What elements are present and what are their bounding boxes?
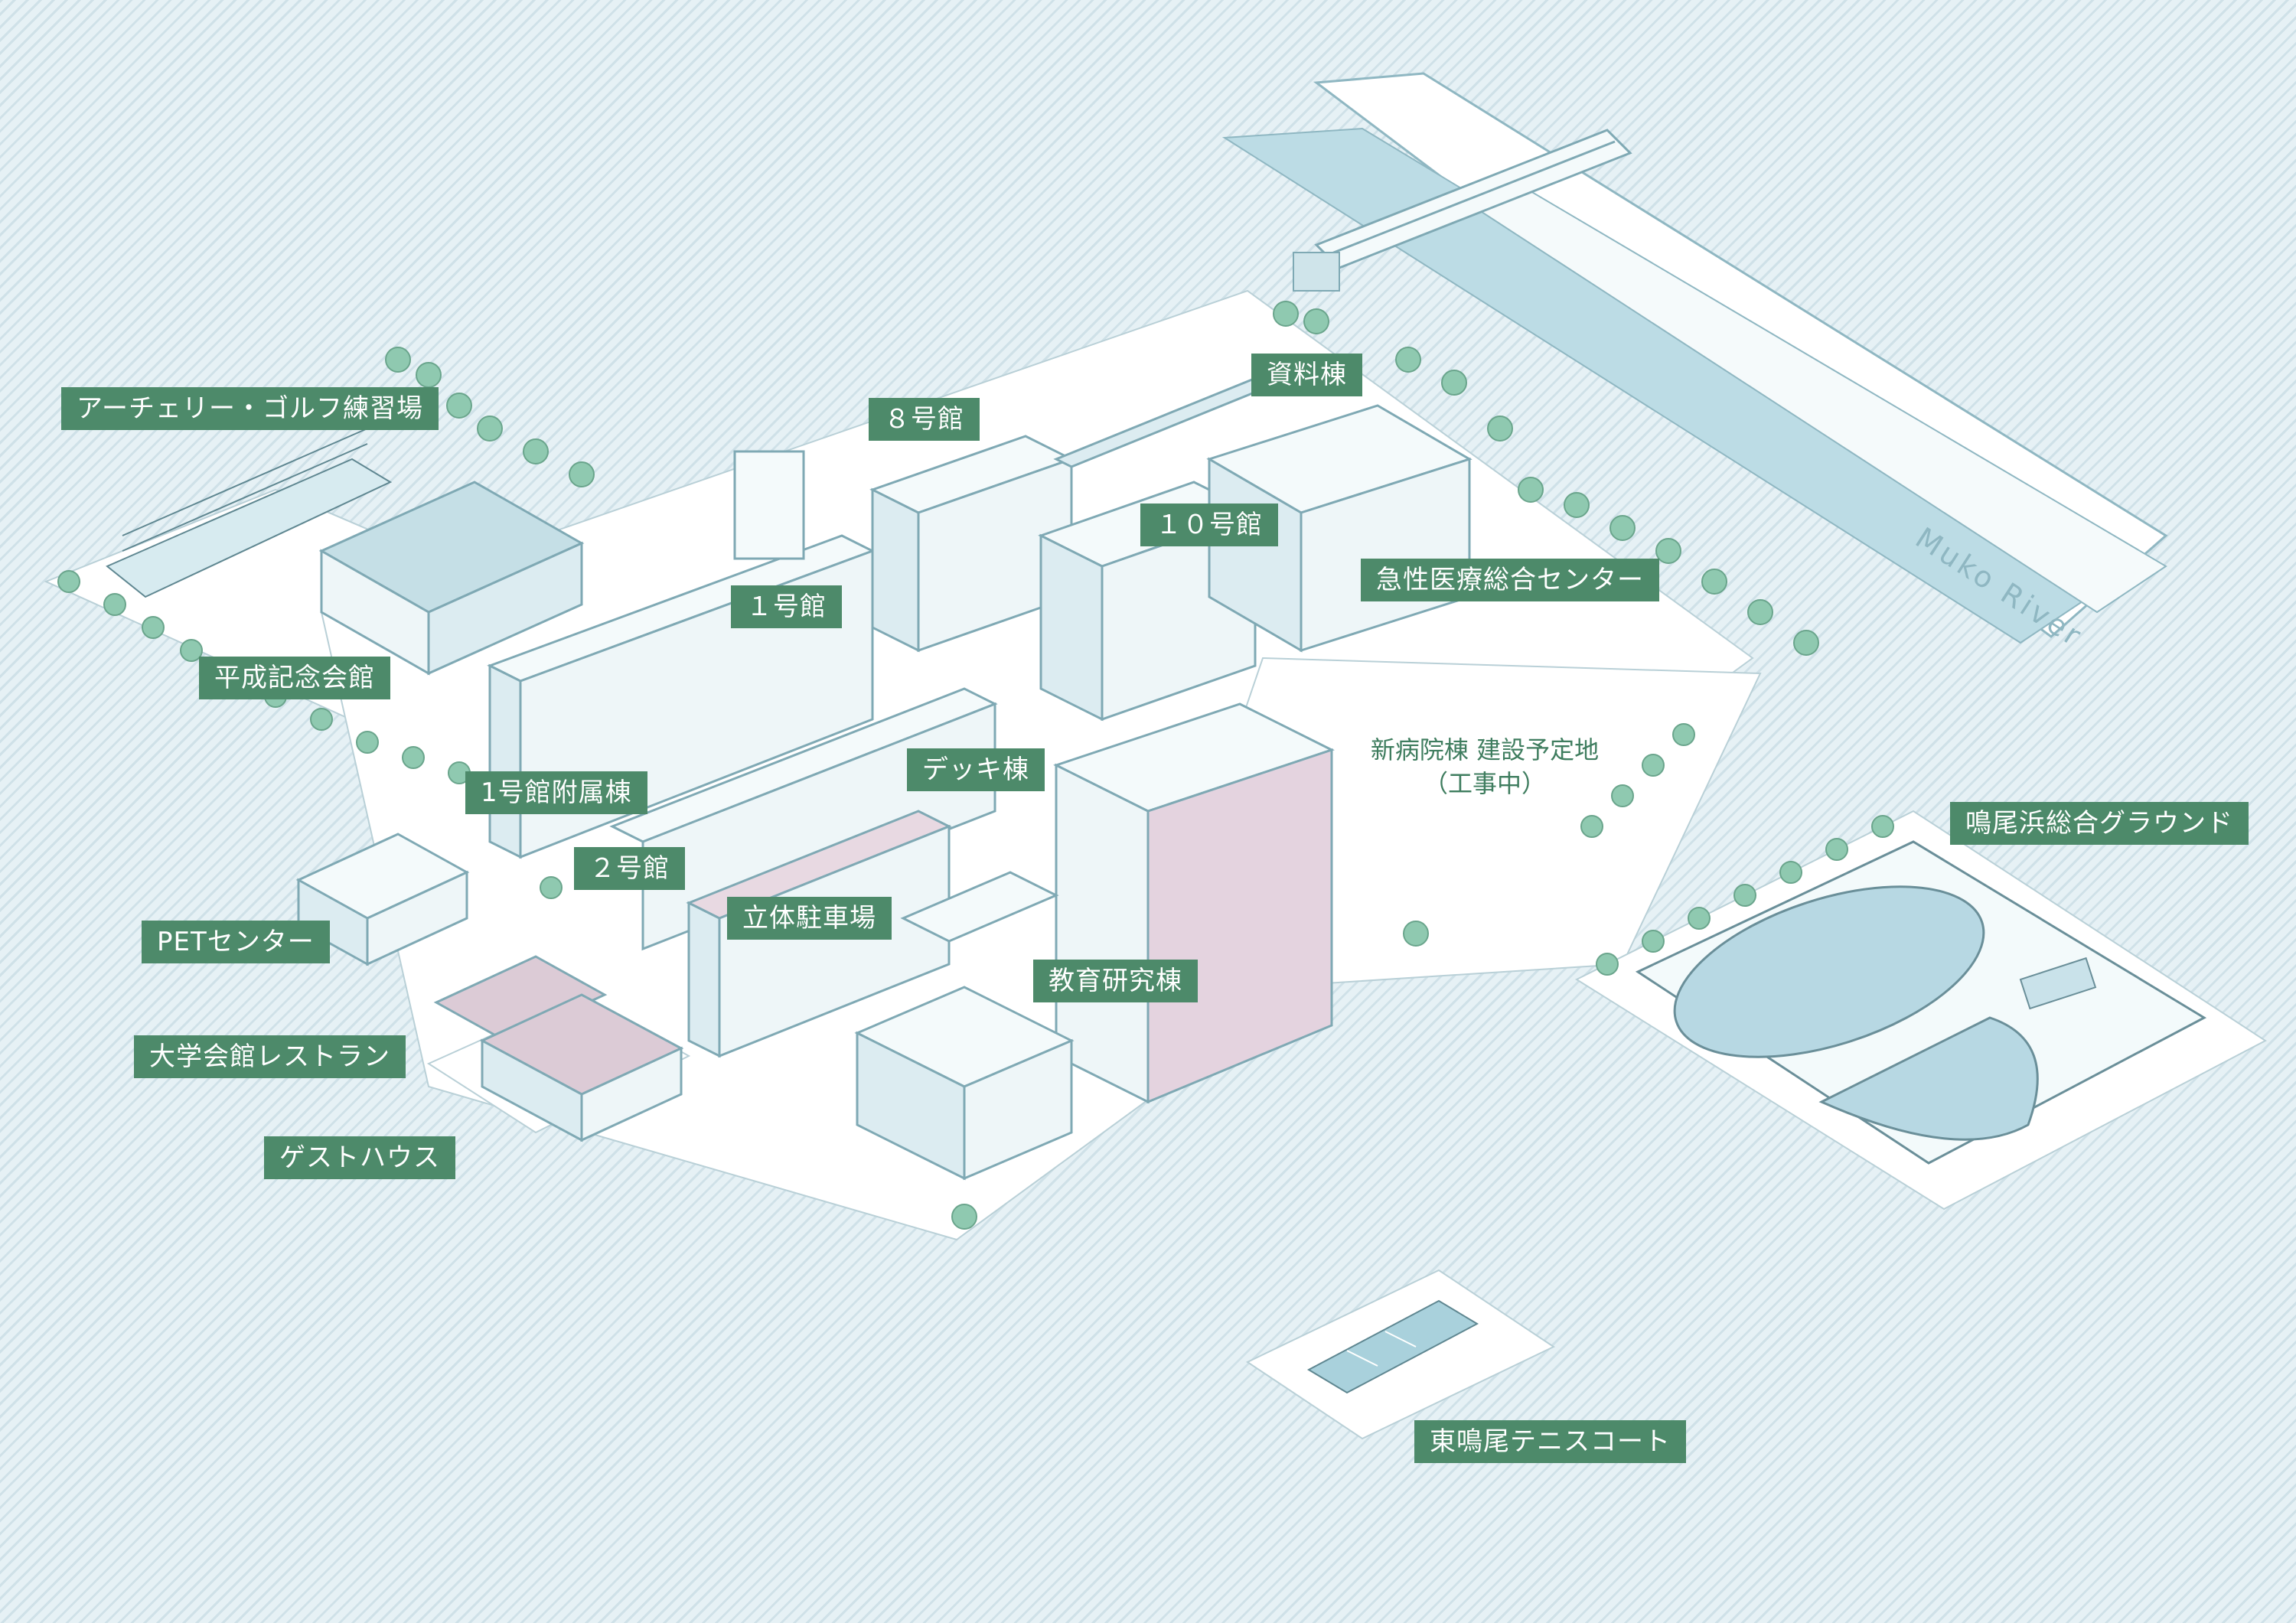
label-tennis-court: 東鳴尾テニスコート (1414, 1420, 1686, 1463)
label-pet-center: PETセンター (142, 921, 330, 963)
new-hospital-status: （工事中） (1423, 769, 1546, 798)
new-hospital-title: 新病院棟 建設予定地 (1370, 735, 1600, 764)
label-parking-garage: 立体駐車場 (727, 897, 892, 940)
sports-ground (1635, 840, 2207, 1165)
label-emergency-center: 急性医療総合センター (1361, 559, 1659, 601)
label-archery: アーチェリー・ゴルフ練習場 (61, 387, 439, 430)
label-archive-building: 資料棟 (1251, 354, 1362, 396)
tennis-courts (1306, 1299, 1479, 1394)
label-building-10: １０号館 (1140, 504, 1278, 546)
trees (57, 301, 1894, 1230)
label-deck-building: デッキ棟 (907, 748, 1045, 791)
label-university-restaurant: 大学会館レストラン (134, 1035, 406, 1078)
label-building-2: ２号館 (574, 847, 685, 890)
label-building-1-annex: 1号館附属棟 (465, 771, 647, 814)
archery-field (106, 428, 393, 598)
label-sports-ground: 鳴尾浜総合グラウンド (1950, 802, 2249, 845)
label-education-research: 教育研究棟 (1033, 960, 1198, 1002)
label-building-1: １号館 (731, 585, 842, 628)
label-building-8: ８号館 (869, 398, 980, 441)
new-hospital-site: 新病院棟 建設予定地 （工事中） (1332, 733, 1638, 800)
label-guesthouse: ゲストハウス (264, 1136, 455, 1179)
label-heisei-memorial-hall: 平成記念会館 (199, 657, 390, 699)
